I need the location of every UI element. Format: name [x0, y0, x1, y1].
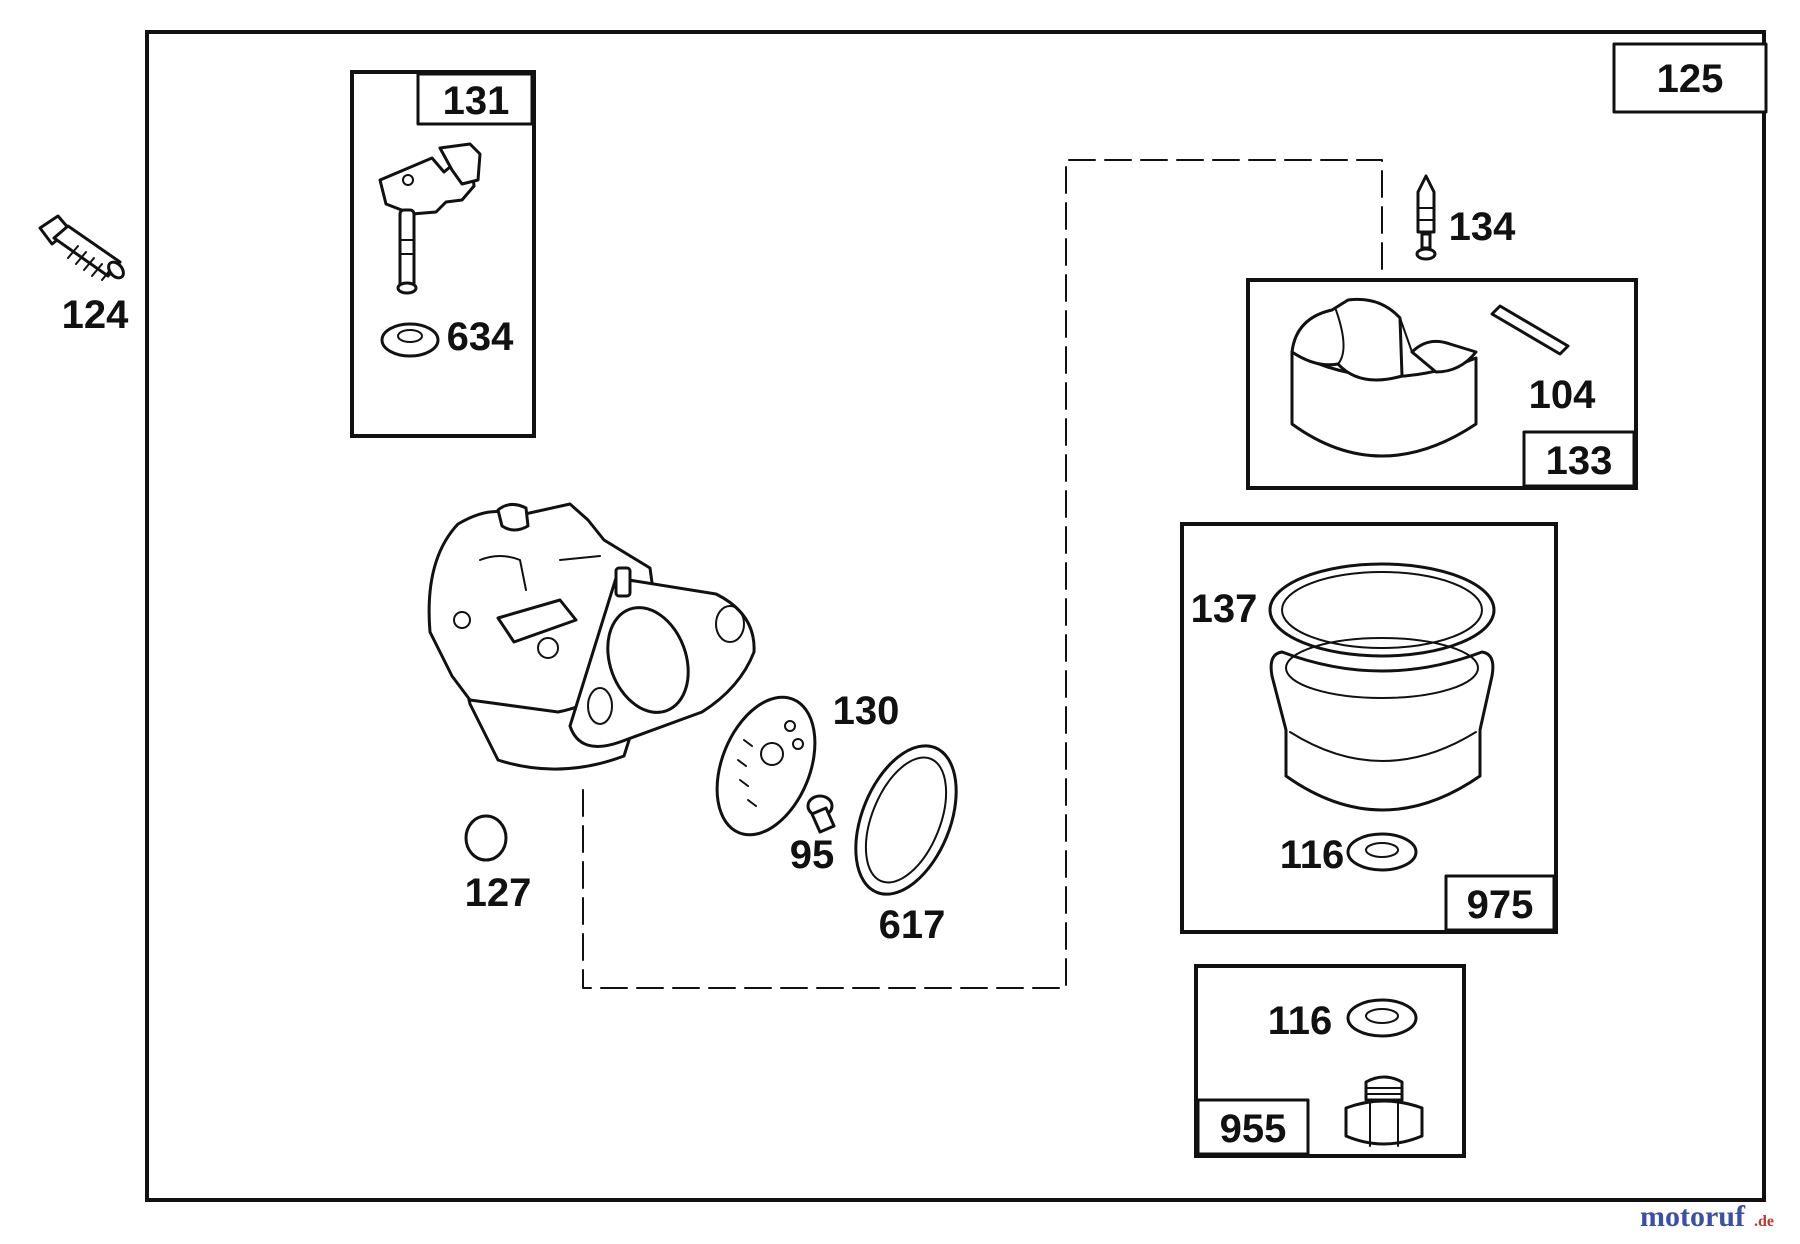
kit-133-ref-box: [1522, 430, 1636, 488]
kit-955-frame: [1194, 964, 1466, 1158]
kit-131-frame: [350, 70, 536, 438]
kit-955-ref-box: [1196, 1098, 1310, 1156]
kit-975-ref-box: [1444, 874, 1556, 932]
welch-plug-127-icon: [464, 814, 508, 862]
part-label-127[interactable]: 127: [465, 871, 532, 915]
assembly-frame: [145, 30, 1766, 1202]
part-label-634[interactable]: 634: [447, 315, 514, 359]
kit-133-ref-label[interactable]: 133: [1546, 439, 1613, 483]
part-label-617[interactable]: 617: [879, 903, 946, 947]
washer-116-bowl-icon: [1346, 832, 1418, 872]
assembly-ref-label: 125: [1657, 57, 1724, 101]
part-label-134[interactable]: 134: [1449, 205, 1516, 249]
washer-634-icon: [380, 322, 440, 358]
hinge-pin-104-icon: [1490, 304, 1570, 356]
part-label-130[interactable]: 130: [833, 689, 900, 733]
o-ring-617-icon: [854, 744, 958, 896]
part-label-116-bowl[interactable]: 116: [1280, 833, 1345, 877]
dashed-connector: [582, 159, 1383, 989]
part-label-137[interactable]: 137: [1191, 587, 1258, 631]
watermark-tld: .de: [1754, 1213, 1774, 1230]
kit-975-frame: [1180, 522, 1558, 934]
part-label-95[interactable]: 95: [790, 833, 835, 877]
float-bowl-icon: [1268, 562, 1496, 812]
watermark-brand: motoruf: [1640, 1200, 1746, 1233]
kit-131-ref-label[interactable]: 131: [443, 79, 510, 123]
needle-134-icon: [1415, 174, 1437, 261]
washer-116-nut-icon: [1346, 998, 1418, 1038]
float-icon: [1290, 297, 1478, 458]
bowl-nut-icon: [1344, 1075, 1424, 1147]
choke-lever-icon: [378, 142, 482, 295]
screw-124-icon: [38, 214, 125, 281]
carburetor-body-icon: [427, 502, 756, 771]
kit-975-ref-label[interactable]: 975: [1467, 883, 1534, 927]
kit-955-ref-label[interactable]: 955: [1220, 1107, 1287, 1151]
assembly-ref-box: [1612, 42, 1768, 114]
kit-133-frame: [1246, 278, 1638, 490]
part-label-104[interactable]: 104: [1529, 373, 1596, 417]
screw-95-icon: [806, 794, 836, 834]
part-label-116-nut[interactable]: 116: [1268, 999, 1333, 1043]
throttle-plate-130-icon: [715, 695, 817, 837]
kit-131-ref-box: [416, 72, 534, 126]
part-label-124[interactable]: 124: [62, 293, 129, 337]
